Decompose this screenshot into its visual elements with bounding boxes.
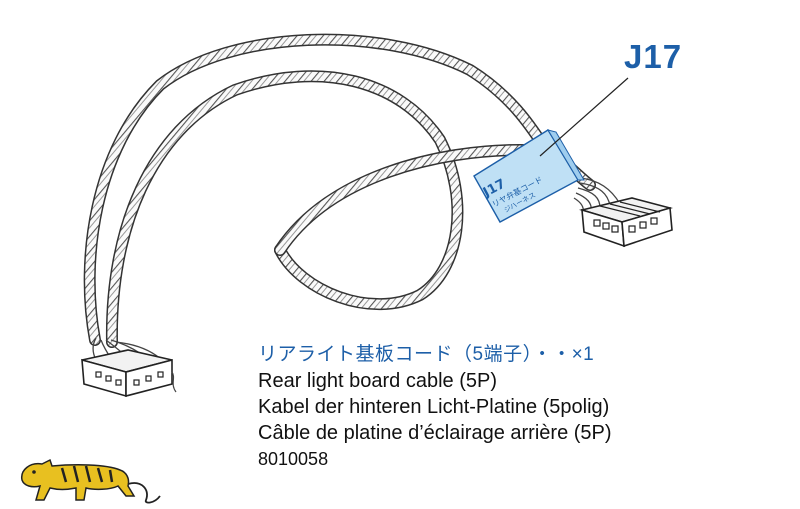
description-japanese: リアライト基板コード（5端子）・・×1: [258, 344, 595, 365]
right-connector: [578, 197, 673, 248]
description-german: Kabel der hinteren Licht-Platine (5polig…: [258, 396, 610, 418]
cable-label-tag: J17 リヤ弁基コード ジハーネス: [473, 129, 585, 223]
description-french: Câble de platine d’éclairage arrière (5P…: [258, 422, 612, 444]
part-description: リアライト基板コード（5端子）・・×1 Rear light board cab…: [258, 342, 612, 472]
description-english: Rear light board cable (5P): [258, 370, 498, 392]
left-connector: [81, 349, 177, 398]
tiger-logo-icon: [21, 458, 161, 504]
twisted-cable: [83, 33, 596, 348]
part-number: 8010058: [258, 449, 329, 469]
part-code-label: J17: [624, 38, 683, 75]
leader-line: [539, 77, 629, 157]
